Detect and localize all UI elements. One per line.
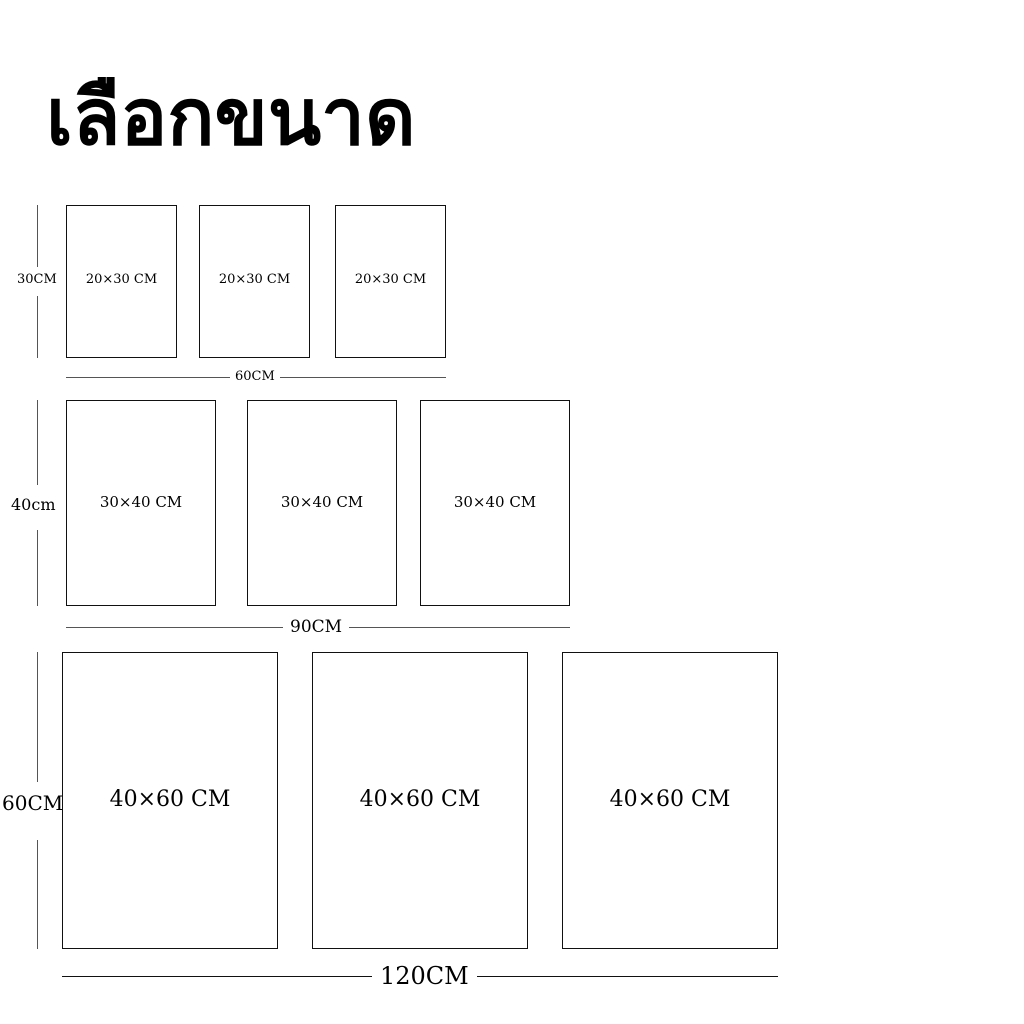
frame-option[interactable]: 40×60 CM <box>562 652 778 949</box>
width-label: 120CM <box>372 962 477 990</box>
frame-option[interactable]: 40×60 CM <box>312 652 528 949</box>
height-dimension-line <box>37 205 38 267</box>
height-label: 30CM <box>17 272 57 287</box>
page-title: เลือกขนาด <box>46 73 416 163</box>
width-label: 60CM <box>230 369 280 384</box>
width-label: 90CM <box>283 617 350 637</box>
frame-option[interactable]: 30×40 CM <box>247 400 397 606</box>
frame-size-label: 30×40 CM <box>280 493 364 511</box>
frame-size-label: 20×30 CM <box>218 272 291 287</box>
frame-option[interactable]: 40×60 CM <box>62 652 278 949</box>
frame-size-label: 20×30 CM <box>85 272 158 287</box>
frame-size-label: 40×60 CM <box>109 787 231 812</box>
frame-size-label: 40×60 CM <box>609 787 731 812</box>
height-dimension-line <box>37 652 38 782</box>
frame-size-label: 30×40 CM <box>453 493 537 511</box>
frame-option[interactable]: 20×30 CM <box>335 205 446 358</box>
frame-size-label: 40×60 CM <box>359 787 481 812</box>
frame-option[interactable]: 20×30 CM <box>199 205 310 358</box>
frame-size-label: 30×40 CM <box>99 493 183 511</box>
height-dimension-line <box>37 296 38 358</box>
height-dimension-line <box>37 400 38 485</box>
frame-size-label: 20×30 CM <box>354 272 427 287</box>
frame-option[interactable]: 30×40 CM <box>420 400 570 606</box>
height-dimension-line <box>37 840 38 949</box>
height-dimension-line <box>37 530 38 606</box>
height-label: 60CM <box>2 791 64 815</box>
frame-option[interactable]: 20×30 CM <box>66 205 177 358</box>
frame-option[interactable]: 30×40 CM <box>66 400 216 606</box>
height-label: 40cm <box>11 495 56 514</box>
